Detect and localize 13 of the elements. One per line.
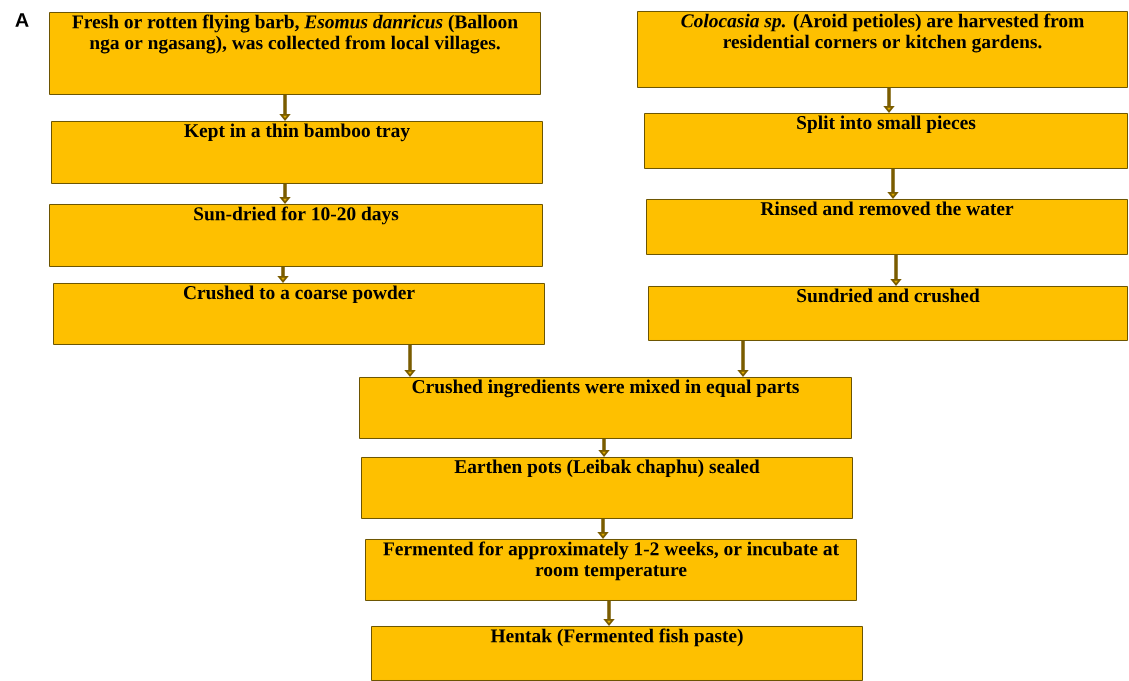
process-box: Fermented for approximately 1-2 weeks, or incubate at room temperature	[365, 539, 857, 601]
process-box: Split into small pieces	[644, 113, 1128, 169]
process-box: Kept in a thin bamboo tray	[51, 121, 543, 184]
process-box: Earthen pots (Leibak chaphu) sealed	[361, 457, 853, 519]
process-box: Hentak (Fermented fish paste)	[371, 626, 863, 681]
process-box: Sundried and crushed	[648, 286, 1128, 341]
process-box: Sun-dried for 10-20 days	[49, 204, 543, 267]
process-box: Fresh or rotten flying barb, Esomus danricus (Balloon nga or ngasang), was collected from local villages.	[49, 12, 541, 95]
process-box: Crushed to a coarse powder	[53, 283, 545, 345]
process-box: Rinsed and removed the water	[646, 199, 1128, 255]
panel-letter: A	[15, 13, 29, 27]
process-box: Crushed ingredients were mixed in equal parts	[359, 377, 852, 439]
process-box: Colocasia sp. (Aroid petioles) are harvested from residential corners or kitchen gardens.	[637, 11, 1128, 88]
